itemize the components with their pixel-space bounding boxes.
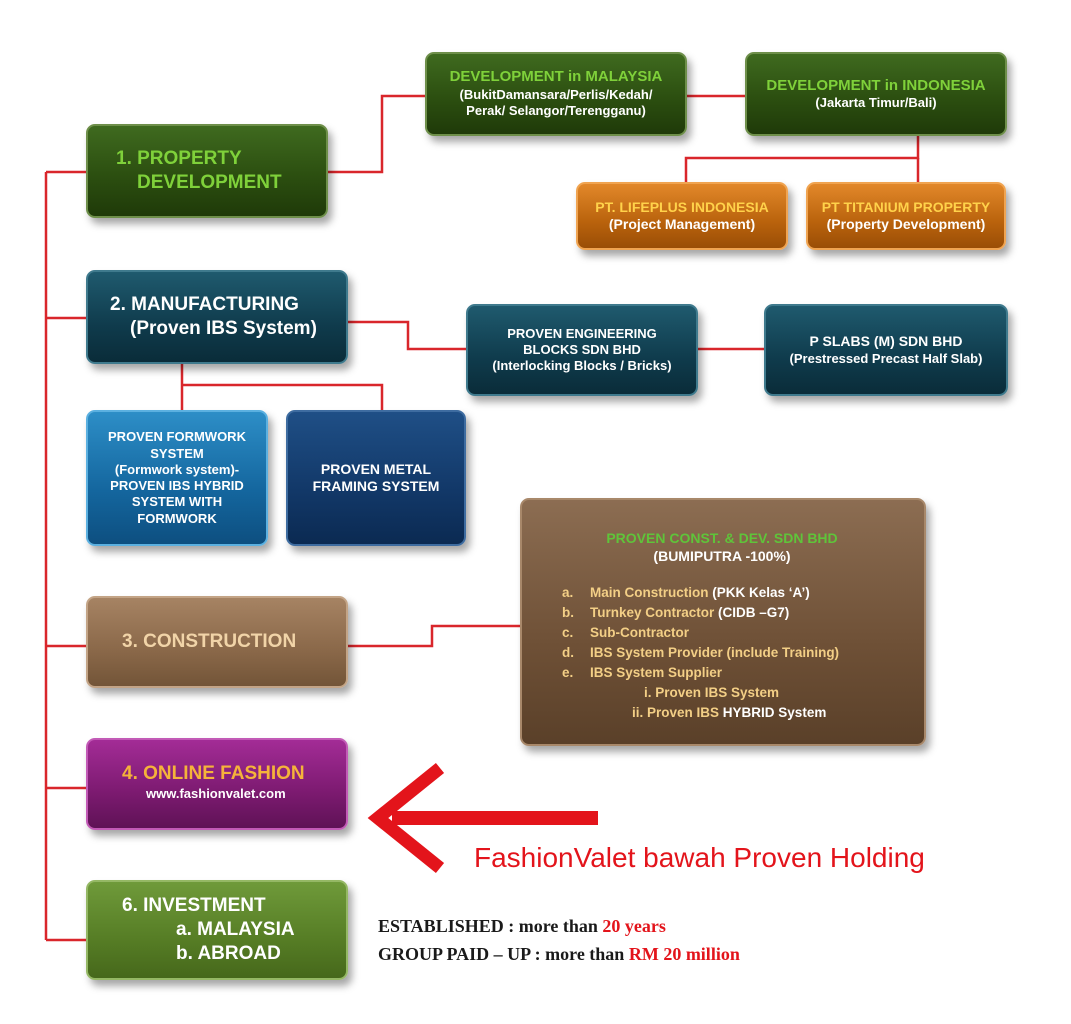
- engineering-line2: BLOCKS SDN BHD: [523, 341, 641, 357]
- dev-id-title: DEVELOPMENT in INDONESIA: [766, 76, 986, 94]
- manufacturing-node: 2. MANUFACTURING (Proven IBS System): [86, 270, 348, 364]
- construction-label: 3. CONSTRUCTION: [122, 631, 297, 653]
- property-line1: 1. PROPERTY: [116, 148, 242, 170]
- engineering-blocks-node: PROVEN ENGINEERING BLOCKS SDN BHD (Inter…: [466, 304, 698, 396]
- pslabs-line1: P SLABS (M) SDN BHD: [809, 333, 963, 350]
- fashion-line2: www.fashionvalet.com: [146, 785, 286, 801]
- metal-line1: PROVEN METAL: [320, 460, 432, 477]
- property-line2: DEVELOPMENT: [137, 172, 282, 193]
- dev-my-sub2: Perak/ Selangor/Terengganu): [466, 103, 646, 119]
- dev-my-sub1: (BukitDamansara/Perlis/Kedah/: [459, 87, 653, 103]
- investment-line2: a. MALAYSIA: [176, 919, 295, 941]
- sub-item: i. Proven IBS System: [644, 685, 780, 700]
- const-detail-subtitle: (BUMIPUTRA -100%): [653, 547, 791, 564]
- sub-item: ii. Proven IBS HYBRID System: [632, 705, 827, 720]
- const-detail-title: PROVEN CONST. & DEV. SDN BHD: [606, 530, 838, 546]
- arrow-icon: [367, 762, 598, 874]
- link-mfg-eng: [346, 320, 466, 351]
- investment-line1: 6. INVESTMENT: [122, 895, 266, 917]
- formwork-line1: PROVEN FORMWORK: [108, 429, 246, 445]
- formwork-line4: PROVEN IBS HYBRID: [110, 478, 244, 493]
- development-indonesia-node: DEVELOPMENT in INDONESIA (Jakarta Timur/…: [745, 52, 1007, 136]
- link-mfg-split: [182, 383, 384, 410]
- construction-detail-node: PROVEN CONST. & DEV. SDN BHD (BUMIPUTRA …: [520, 498, 926, 746]
- list-item: c.Sub-Contractor: [562, 625, 689, 640]
- online-fashion-node: 4. ONLINE FASHION www.fashionvalet.com: [86, 738, 348, 830]
- established-line: ESTABLISHED : more than 20 years: [378, 916, 666, 936]
- property-development-node: 1. PROPERTY DEVELOPMENT: [86, 124, 328, 218]
- metal-framing-node: PROVEN METAL FRAMING SYSTEM: [286, 410, 466, 546]
- construction-node: 3. CONSTRUCTION: [86, 596, 348, 688]
- annotation-text: FashionValet bawah Proven Holding: [474, 842, 925, 873]
- metal-line2: FRAMING SYSTEM: [312, 478, 440, 494]
- lifeplus-sub: (Project Management): [608, 216, 756, 232]
- titanium-title: PT TITANIUM PROPERTY: [821, 198, 991, 215]
- investment-line3: b. ABROAD: [176, 942, 281, 964]
- manufacturing-line2: (Proven IBS System): [130, 318, 317, 339]
- link-const-detail: [346, 624, 520, 648]
- link-property-devmy: [326, 94, 426, 174]
- link-devid-down: [684, 136, 920, 182]
- list-item: a.Main Construction (PKK Kelas ‘A’): [562, 585, 810, 600]
- dev-my-title: DEVELOPMENT in MALAYSIA: [449, 68, 663, 86]
- engineering-line1: PROVEN ENGINEERING: [507, 325, 657, 341]
- formwork-line2: SYSTEM: [150, 445, 204, 461]
- const-detail-list: a.Main Construction (PKK Kelas ‘A’) b.Tu…: [562, 583, 924, 683]
- list-item: e.IBS System Supplier: [562, 665, 723, 680]
- list-item: d.IBS System Provider (include Training): [562, 645, 840, 660]
- pslabs-line2: (Prestressed Precast Half Slab): [789, 350, 983, 366]
- paidup-line: GROUP PAID – UP : more than RM 20 millio…: [378, 944, 740, 964]
- formwork-line5: SYSTEM WITH: [131, 494, 223, 510]
- formwork-node: PROVEN FORMWORK SYSTEM (Formwork system)…: [86, 410, 268, 546]
- titanium-node: PT TITANIUM PROPERTY (Property Developme…: [806, 182, 1006, 250]
- pslabs-node: P SLABS (M) SDN BHD (Prestressed Precast…: [764, 304, 1008, 396]
- lifeplus-node: PT. LIFEPLUS INDONESIA (Project Manageme…: [576, 182, 788, 250]
- development-malaysia-node: DEVELOPMENT in MALAYSIA (BukitDamansara/…: [425, 52, 687, 136]
- engineering-line3: (Interlocking Blocks / Bricks): [492, 358, 672, 374]
- titanium-sub: (Property Development): [826, 216, 986, 232]
- list-item: b.Turnkey Contractor (CIDB –G7): [562, 605, 790, 620]
- dev-id-sub1: (Jakarta Timur/Bali): [815, 95, 937, 111]
- fashion-line1: 4. ONLINE FASHION: [122, 763, 305, 784]
- formwork-line3: (Formwork system)-: [114, 461, 240, 477]
- lifeplus-title: PT. LIFEPLUS INDONESIA: [595, 198, 769, 215]
- manufacturing-line1: 2. MANUFACTURING: [110, 294, 299, 316]
- investment-node: 6. INVESTMENT a. MALAYSIA b. ABROAD: [86, 880, 348, 980]
- formwork-line6: FORMWORK: [137, 510, 217, 526]
